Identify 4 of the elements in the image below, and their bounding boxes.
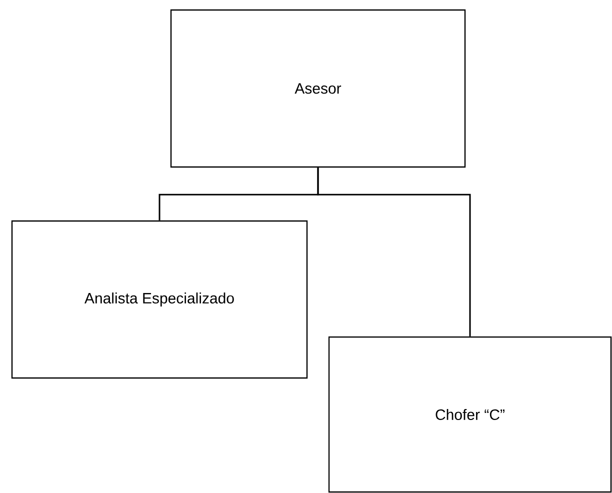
org-box: Asesor <box>170 9 466 168</box>
connector-line <box>317 168 471 336</box>
org-box: Chofer “C” <box>328 336 612 493</box>
org-box: Analista Especializado <box>11 220 308 379</box>
